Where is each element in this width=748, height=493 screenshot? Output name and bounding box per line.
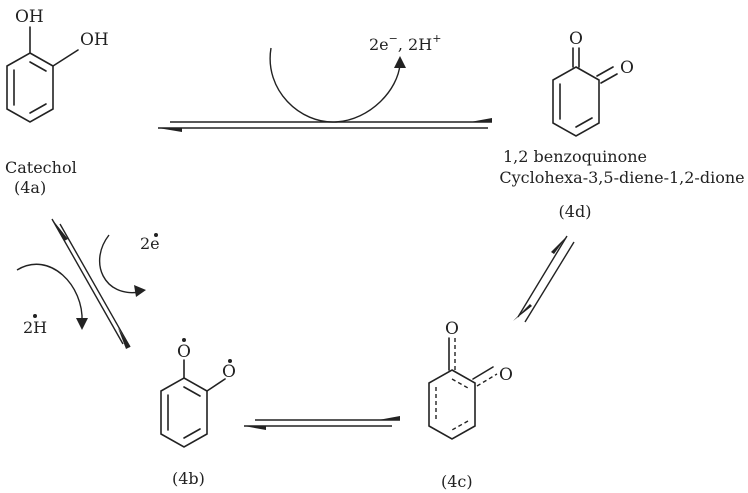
- left-curved-arrow-protons: [16, 263, 88, 330]
- benzoquinone-name: 1,2 benzoquinone: [503, 147, 647, 166]
- radical-id: (4b): [172, 469, 205, 488]
- benzoquinone-o-right: O: [620, 58, 634, 78]
- radical-o-right: O: [222, 362, 236, 382]
- left-protons-label: 2H: [23, 318, 47, 337]
- top-curved-arrow: [269, 47, 406, 123]
- top-electrons-label: 2e−, 2H+: [369, 32, 441, 54]
- left-protons-dot: [33, 314, 37, 318]
- benzoquinone-o-top: O: [569, 29, 583, 49]
- catechol-oh-right: OH: [80, 30, 109, 50]
- left-curved-arrow-electrons: [99, 234, 146, 297]
- intermediate-structure: O O: [428, 319, 513, 440]
- intermediate-id: (4c): [441, 472, 473, 491]
- left-electrons-dot: [154, 233, 158, 237]
- radical-dot-top: [182, 338, 186, 342]
- catechol-structure: OH OH: [6, 7, 109, 123]
- equilibrium-arrow-right: [513, 235, 575, 323]
- catechol-name: Catechol: [5, 158, 77, 177]
- radical-structure: O O: [160, 338, 236, 448]
- benzoquinone-id: (4d): [559, 202, 592, 221]
- equilibrium-arrow-top: [158, 118, 492, 132]
- benzoquinone-alt-name: Cyclohexa-3,5-diene-1,2-dione: [499, 168, 744, 187]
- benzoquinone-structure: O O: [552, 29, 634, 137]
- equilibrium-arrow-left: [51, 218, 131, 349]
- intermediate-o-right: O: [499, 365, 513, 385]
- intermediate-o-top: O: [445, 319, 459, 339]
- catechol-id: (4a): [14, 178, 46, 197]
- equilibrium-arrow-bottom: [244, 416, 400, 430]
- radical-o-top: O: [177, 342, 191, 362]
- radical-dot-right: [228, 359, 232, 363]
- catechol-oh-top: OH: [15, 7, 44, 27]
- left-electrons-label: 2e: [140, 234, 160, 253]
